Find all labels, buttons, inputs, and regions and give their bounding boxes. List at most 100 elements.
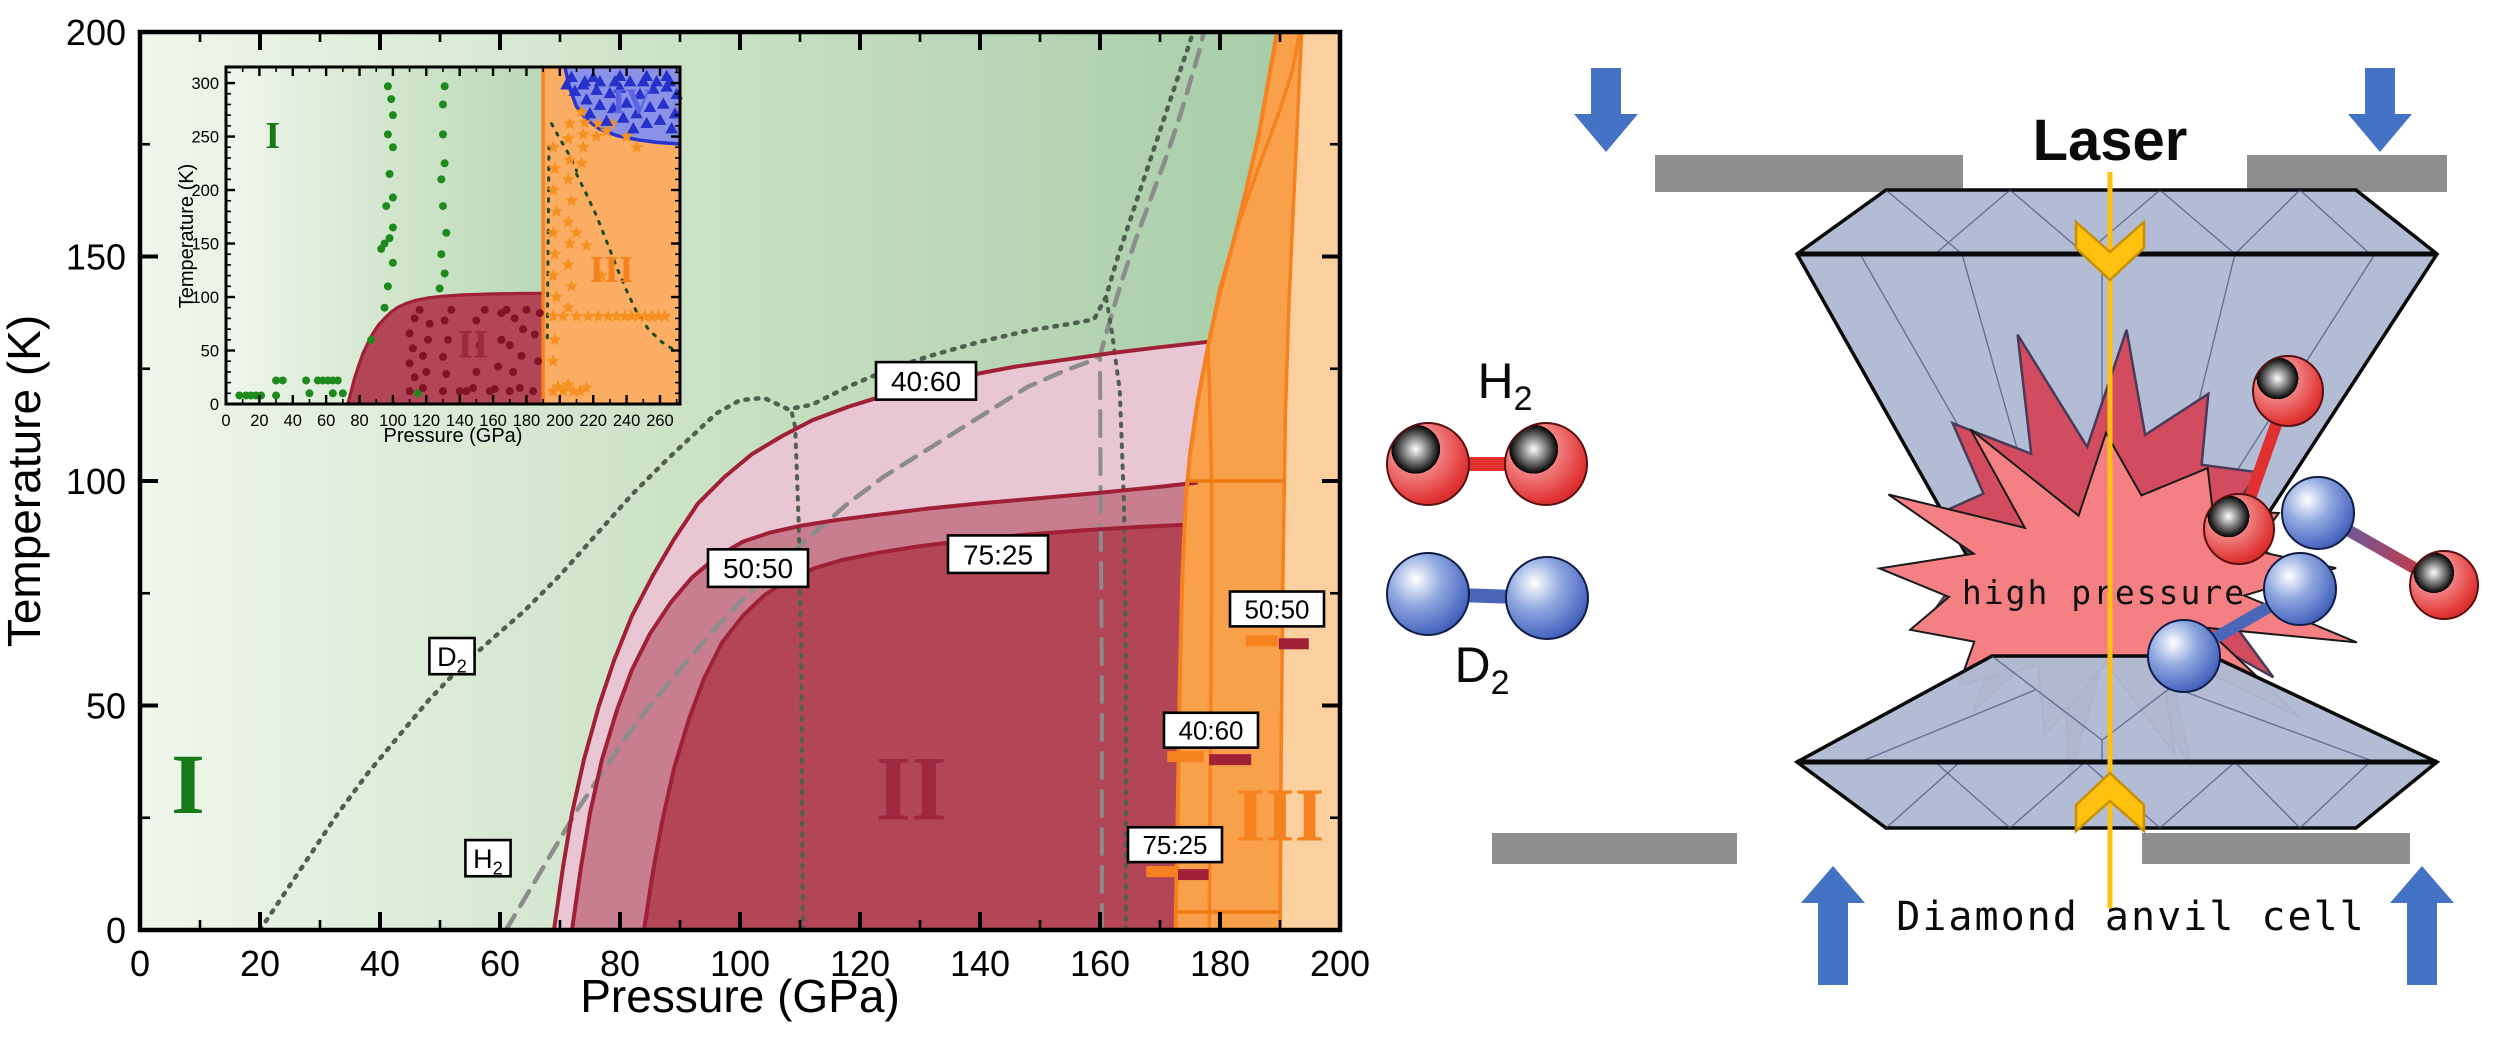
- press-arrow-top-right-icon: [2348, 68, 2412, 152]
- phase-I-data-point: [383, 82, 392, 91]
- phase-III-data-point: [556, 309, 570, 322]
- label-75:25: 75:25: [963, 539, 1033, 570]
- phase-III-data-point: [629, 140, 644, 153]
- phase-IV-data-point: [665, 122, 678, 134]
- x-tick-label: 160: [1070, 943, 1130, 984]
- phase-II-data-point: [509, 367, 518, 376]
- phase-II-data-point: [438, 352, 447, 361]
- lower-diamond: [1793, 654, 2441, 830]
- label-box-75:25: [946, 534, 1050, 575]
- tie-marker-orange-40:60: [1167, 751, 1204, 763]
- phase-I-data-point: [235, 391, 244, 400]
- inset-x-axis-title: Pressure (GPa): [384, 425, 523, 447]
- phase-II-data-point: [469, 383, 478, 392]
- phase-III-data-point: [579, 238, 594, 252]
- inset-y-axis-title: Temperature (K): [176, 164, 198, 309]
- tie-marker-orange-75:25: [1146, 866, 1178, 878]
- x-tick-label: 140: [446, 412, 474, 430]
- phase-III-data-point: [551, 379, 565, 393]
- phase-III-data-point: [591, 309, 605, 322]
- phase-III-data-point: [594, 268, 609, 282]
- phase-III-data-point: [589, 129, 604, 143]
- y-tick-label: 50: [201, 342, 219, 360]
- phase-IV-data-point: [646, 82, 660, 94]
- phase-I-data-point: [272, 376, 281, 385]
- III-inner-line: [1206, 30, 1302, 932]
- label-50:50: 50:50: [1244, 594, 1309, 624]
- phase-III-data-point: [624, 309, 639, 322]
- laser-arrowhead-down-icon: [2074, 219, 2146, 282]
- phase-III-data-point: [573, 384, 587, 397]
- phase-II-data-point: [447, 305, 456, 314]
- label-I: I: [265, 115, 280, 157]
- x-tick-label: 80: [350, 412, 368, 430]
- phase-III-data-point: [618, 309, 632, 322]
- phase-II-data-point: [438, 387, 447, 396]
- phase-IV-data-point: [613, 81, 627, 93]
- phase-IV-data-point: [583, 107, 597, 119]
- phase-III-data-point: [564, 193, 579, 207]
- phase-I-data-point: [413, 389, 422, 398]
- main-phase-diagram-frame: [137, 29, 1343, 933]
- phase-II-data-point: [480, 305, 489, 314]
- phase-III-data-point: [645, 309, 659, 322]
- x-tick-label: 220: [579, 412, 607, 430]
- phase-III-data-point: [563, 116, 577, 130]
- dac-caption: Diamond anvil cell: [1896, 894, 2365, 940]
- III-light-boundary: [1278, 30, 1304, 932]
- phase-IV-data-point: [606, 101, 620, 114]
- d2-molecule: [1386, 552, 1589, 640]
- phase-II-data-point: [440, 316, 449, 325]
- phase-III-data-point: [561, 215, 575, 228]
- phase-III-data-point: [604, 116, 619, 130]
- phase-II-data-point: [515, 383, 524, 392]
- phase-III-data-point: [578, 115, 592, 129]
- mixture-hd-molecule: [2281, 476, 2479, 620]
- y-tick-label: 150: [66, 236, 126, 277]
- phase-III-data-point: [591, 116, 605, 130]
- phase-II-data-point: [418, 351, 427, 360]
- tie-marker-orange-50:50: [1245, 635, 1278, 647]
- high-pressure-label: high pressure: [1962, 573, 2246, 612]
- phase-III-data-point: [546, 225, 560, 239]
- press-arrow-bottom-right-icon: [2390, 866, 2454, 985]
- phase-II-data-point: [408, 344, 417, 353]
- y-tick-label: 100: [66, 461, 126, 502]
- main-x-axis-title: Pressure (GPa): [580, 970, 900, 1022]
- x-tick-label: 100: [710, 943, 770, 984]
- phase-I-data-point: [385, 169, 394, 178]
- label-III: III: [589, 249, 633, 291]
- x-tick-label: 180: [1190, 943, 1250, 984]
- label-box-40:60: [874, 360, 978, 401]
- phase-II-data-point: [422, 367, 431, 376]
- phase-I-data-point: [388, 111, 397, 120]
- label-box-50:50: [706, 548, 810, 589]
- h2-atom: [1386, 422, 1470, 506]
- phase-IV-data-point: [565, 70, 578, 83]
- phase-I-data-point: [382, 202, 391, 211]
- y-tick-label: 0: [210, 396, 219, 414]
- phase-II-data-point: [442, 370, 451, 379]
- phase-IV-data-point: [630, 107, 643, 119]
- phase-III-data-point: [631, 309, 645, 322]
- x-tick-label: 80: [600, 943, 640, 984]
- x-tick-label: 100: [379, 412, 407, 430]
- phase-III-data-point: [601, 309, 615, 322]
- x-tick-label: 0: [221, 412, 230, 430]
- phase-II-data-point: [517, 351, 526, 360]
- phase-II-data-point: [418, 383, 427, 392]
- phase-IV-data-point: [590, 83, 603, 95]
- d2-label: D2: [1454, 637, 1509, 702]
- x-tick-label: 40: [284, 412, 302, 430]
- phase-III-data-point: [548, 247, 562, 260]
- phase-IV-data-point: [593, 74, 607, 87]
- x-tick-label: 240: [613, 412, 641, 430]
- label-box-D: [428, 636, 476, 676]
- II-boundary-50-50: [570, 480, 1198, 932]
- transition-160GPa-longdash: [1098, 353, 1104, 932]
- anvil-seat-top-left: [1655, 155, 1963, 192]
- phase-III-data-point: [548, 161, 562, 175]
- phase-III-data-point: [561, 377, 575, 391]
